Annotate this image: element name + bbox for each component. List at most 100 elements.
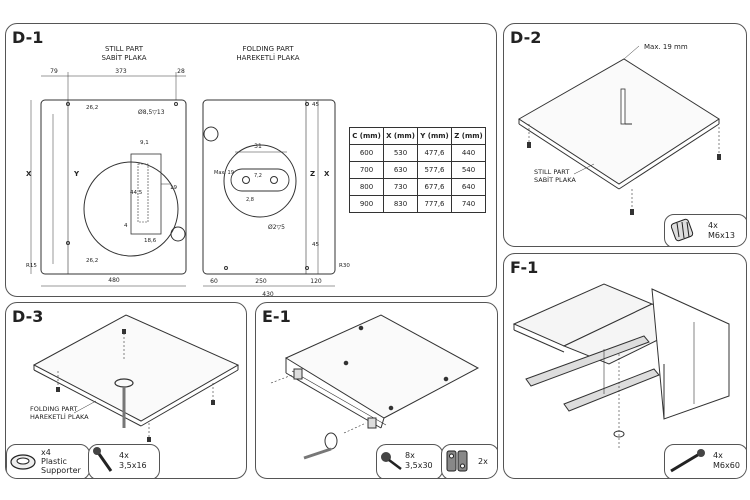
dim-28: 28 bbox=[177, 68, 185, 75]
screw-box: 8x 3,5x30 bbox=[376, 444, 443, 478]
table-cell: 740 bbox=[451, 195, 486, 213]
supporter-name-2: Supporter bbox=[41, 466, 81, 475]
panel-id: E-1 bbox=[262, 307, 291, 326]
table-header: Z (mm) bbox=[451, 127, 486, 145]
dim-262-top: 26,2 bbox=[86, 105, 98, 111]
f1-drawing bbox=[512, 283, 730, 449]
table-cell: 530 bbox=[383, 144, 418, 162]
dim-430: 430 bbox=[262, 291, 274, 296]
hardware-box: 4x M6x13 bbox=[664, 214, 746, 246]
dim-7-2: 7,2 bbox=[254, 173, 262, 179]
table-cell: 477,6 bbox=[417, 144, 452, 162]
dim-60: 60 bbox=[210, 278, 218, 285]
d2-drawing: Max. 19 mm STILL PART SABİT PLAKA bbox=[518, 43, 721, 215]
panel-f1: F-1 4x M6x60 bbox=[503, 253, 747, 479]
bolt-spec: M6x60 bbox=[713, 461, 740, 470]
screw-box: 4x 3,5x16 bbox=[88, 444, 160, 478]
table-header: Y (mm) bbox=[417, 127, 452, 145]
dim-max19: Max. 19 bbox=[214, 170, 234, 176]
table-cell: 900 bbox=[349, 195, 384, 213]
panel-id: D-1 bbox=[12, 28, 44, 47]
table-cell: 677,6 bbox=[417, 178, 452, 196]
table-header: C (mm) bbox=[349, 127, 384, 145]
dim-45-bottom: 45 bbox=[312, 242, 319, 248]
bolt-icon bbox=[670, 449, 705, 473]
folding-part-label-tr: HAREKETLİ PLAKA bbox=[236, 53, 299, 62]
plastic-supporter-box: x4 Plastic Supporter bbox=[6, 444, 90, 478]
dim-31: 31 bbox=[254, 143, 262, 150]
still-plate-outline bbox=[40, 99, 187, 275]
bolt-qty: 4x bbox=[713, 451, 723, 460]
panel-d1: D-1 bbox=[5, 23, 497, 297]
dim-9-1: 9,1 bbox=[140, 140, 149, 146]
folding-plate-open bbox=[284, 314, 480, 419]
dim-480: 480 bbox=[108, 277, 120, 284]
screw-spec: 3,5x30 bbox=[405, 461, 433, 470]
plastic-supporter-icon bbox=[10, 454, 36, 470]
dim-120: 120 bbox=[310, 278, 322, 285]
supporter-name-1: Plastic bbox=[41, 457, 67, 466]
dim-19: 19 bbox=[170, 185, 177, 191]
hinge-right bbox=[367, 417, 377, 429]
dim-373: 373 bbox=[115, 68, 127, 75]
table-row: 700 630 577,6 540 bbox=[349, 161, 486, 179]
still-part-label: STILL PART bbox=[534, 168, 569, 176]
table-cell: 440 bbox=[451, 144, 486, 162]
dim-r30: R30 bbox=[339, 263, 350, 269]
folding-part-label: FOLDING PART bbox=[30, 405, 77, 413]
still-part-label-tr: SABİT PLAKA bbox=[534, 175, 576, 184]
panel-e1: E-1 8x 3,5x30 bbox=[255, 302, 498, 479]
screw-icon bbox=[93, 447, 113, 472]
hardware-qty: 4x bbox=[708, 221, 718, 230]
folding-plate-outline bbox=[202, 99, 336, 275]
dim-18-6: 18,6 bbox=[144, 238, 157, 244]
hinge-left bbox=[293, 368, 303, 380]
table-row: 900 830 777,6 740 bbox=[349, 195, 486, 213]
table-cell: 540 bbox=[451, 161, 486, 179]
label-x-folding: X bbox=[324, 170, 330, 178]
max-depth-label: Max. 19 mm bbox=[644, 43, 688, 51]
bolt-box: 4x M6x60 bbox=[664, 444, 746, 478]
table-header-row: C (mm) X (mm) Y (mm) Z (mm) bbox=[349, 127, 486, 145]
dim-262-bottom: 26,2 bbox=[86, 258, 98, 264]
table-cell: 640 bbox=[451, 178, 486, 196]
detail-circle-right bbox=[223, 144, 297, 218]
still-part-label: STILL PART bbox=[105, 45, 144, 53]
supporter-qty: x4 bbox=[41, 448, 51, 457]
dim-4: 4 bbox=[124, 223, 128, 229]
folding-part-label: FOLDING PART bbox=[243, 45, 295, 53]
allen-key-icon bbox=[620, 88, 626, 125]
folding-part-label-tr: HAREKETLİ PLAKA bbox=[30, 412, 89, 421]
table-cell: 830 bbox=[383, 195, 418, 213]
still-part-label-tr: SABİT PLAKA bbox=[101, 53, 146, 62]
screw-spec: 3,5x16 bbox=[119, 461, 147, 470]
drawer-runner-right bbox=[563, 368, 660, 412]
table-cell: 630 bbox=[383, 161, 418, 179]
panel-d2: D-2 Max. 19 mm STILL PART SABİT PLAKA bbox=[503, 23, 747, 247]
table-row: 600 530 477,6 440 bbox=[349, 144, 486, 162]
table-cell: 800 bbox=[349, 178, 384, 196]
d3-drawing: FOLDING PART HAREKETLİ PLAKA bbox=[30, 314, 240, 442]
e1-drawing bbox=[270, 314, 480, 460]
dim-hole2: Ø2▽5 bbox=[268, 224, 285, 231]
table-cell: 777,6 bbox=[417, 195, 452, 213]
hinge-icon bbox=[446, 450, 468, 472]
cabinet bbox=[651, 288, 730, 420]
dim-250: 250 bbox=[255, 278, 267, 285]
table-cell: 700 bbox=[349, 161, 384, 179]
dim-r15: R15 bbox=[26, 263, 37, 269]
hinge-box: 2x bbox=[441, 444, 497, 478]
table-header: X (mm) bbox=[383, 127, 418, 145]
dim-2-8: 2,8 bbox=[246, 197, 254, 203]
table-row: 800 730 677,6 640 bbox=[349, 178, 486, 196]
screw-qty: 4x bbox=[119, 451, 129, 460]
size-table: C (mm) X (mm) Y (mm) Z (mm) 600 530 477,… bbox=[349, 127, 486, 213]
d1-drawing: STILL PART SABİT PLAKA FOLDING PART HARE… bbox=[26, 45, 350, 296]
hinge-qty: 2x bbox=[478, 457, 488, 466]
panel-id: D-2 bbox=[510, 28, 542, 47]
screw-qty: 8x bbox=[405, 451, 415, 460]
dim-hole: Ø8,5▽13 bbox=[138, 109, 165, 116]
still-plate bbox=[518, 58, 720, 185]
table-cell: 730 bbox=[383, 178, 418, 196]
table-cell: 577,6 bbox=[417, 161, 452, 179]
